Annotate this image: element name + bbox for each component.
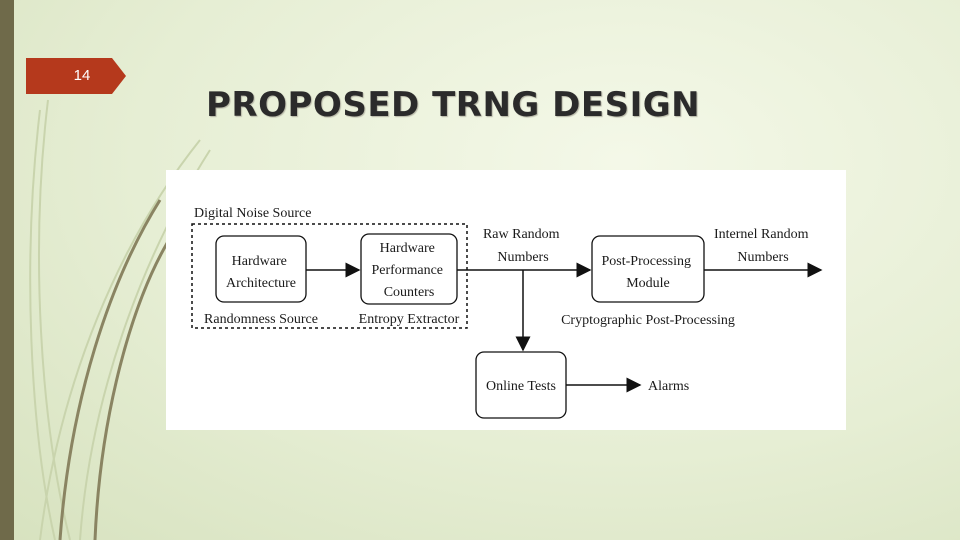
hardware-architecture-line-1: Hardware	[232, 254, 287, 269]
online-tests-label: Online Tests	[486, 379, 556, 394]
hpc-line-2: Performance	[371, 263, 443, 278]
alarms-label: Alarms	[648, 379, 689, 394]
post-processing-line-2: Module	[626, 276, 670, 291]
post-processing-module-block: Post-Processing Module	[591, 235, 705, 303]
hardware-architecture-line-2: Architecture	[226, 276, 296, 291]
hpc-line-3: Counters	[384, 285, 435, 300]
slide-number: 14	[73, 67, 91, 84]
slide-title: PROPOSED TRNG DESIGN	[206, 85, 701, 125]
raw-random-numbers-label: Raw Random Numbers	[483, 227, 563, 265]
hpc-line-1: Hardware	[380, 241, 435, 256]
hardware-architecture-block: Hardware Architecture	[215, 235, 307, 303]
left-accent-bar	[0, 0, 14, 540]
trng-block-diagram: Digital Noise Source Hardware Architectu…	[166, 170, 846, 430]
hardware-performance-counters-block: Hardware Performance Counters	[360, 233, 458, 305]
internal-random-numbers-label: Internel Random Numbers	[714, 227, 812, 265]
cryptographic-post-processing-caption: Cryptographic Post-Processing	[561, 313, 735, 328]
entropy-extractor-caption: Entropy Extractor	[359, 312, 460, 327]
post-processing-line-1: Post-Processing	[602, 254, 691, 269]
svg-text:Post-Processing Modu: Post-Processing Module	[602, 254, 695, 291]
online-tests-block: Online Tests	[475, 351, 567, 419]
randomness-source-caption: Randomness Source	[204, 312, 318, 327]
svg-text:Hardware Performance: Hardware Performance Counters	[371, 241, 446, 300]
digital-noise-source-label: Digital Noise Source	[194, 206, 311, 221]
svg-text:Hardware Architectur: Hardware Architecture	[226, 254, 296, 291]
slide-number-tab	[26, 58, 126, 94]
digital-noise-source-group	[191, 223, 468, 329]
